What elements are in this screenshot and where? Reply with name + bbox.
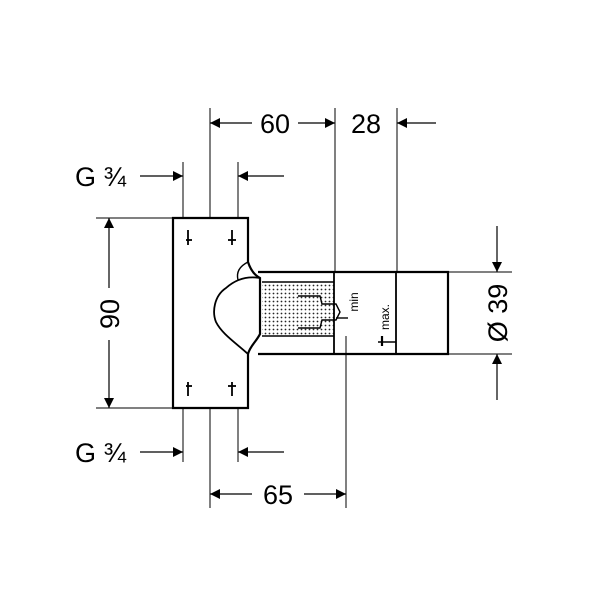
cartridge (262, 281, 341, 337)
thread-label-bottom: G ¾ (75, 438, 127, 468)
dimension-28: 28 (351, 109, 381, 139)
dimension-arrows (104, 118, 502, 499)
thread-label-top: G ¾ (75, 162, 127, 192)
dimension-60: 60 (260, 109, 290, 139)
valve-body (171, 216, 262, 410)
max-label: max. (378, 304, 392, 330)
dimension-65: 65 (263, 480, 293, 510)
extension-sleeve: min max. (258, 270, 450, 356)
dimension-diameter-39: Ø 39 (483, 284, 513, 343)
dimension-90: 90 (95, 299, 125, 329)
min-label: min (347, 292, 361, 311)
